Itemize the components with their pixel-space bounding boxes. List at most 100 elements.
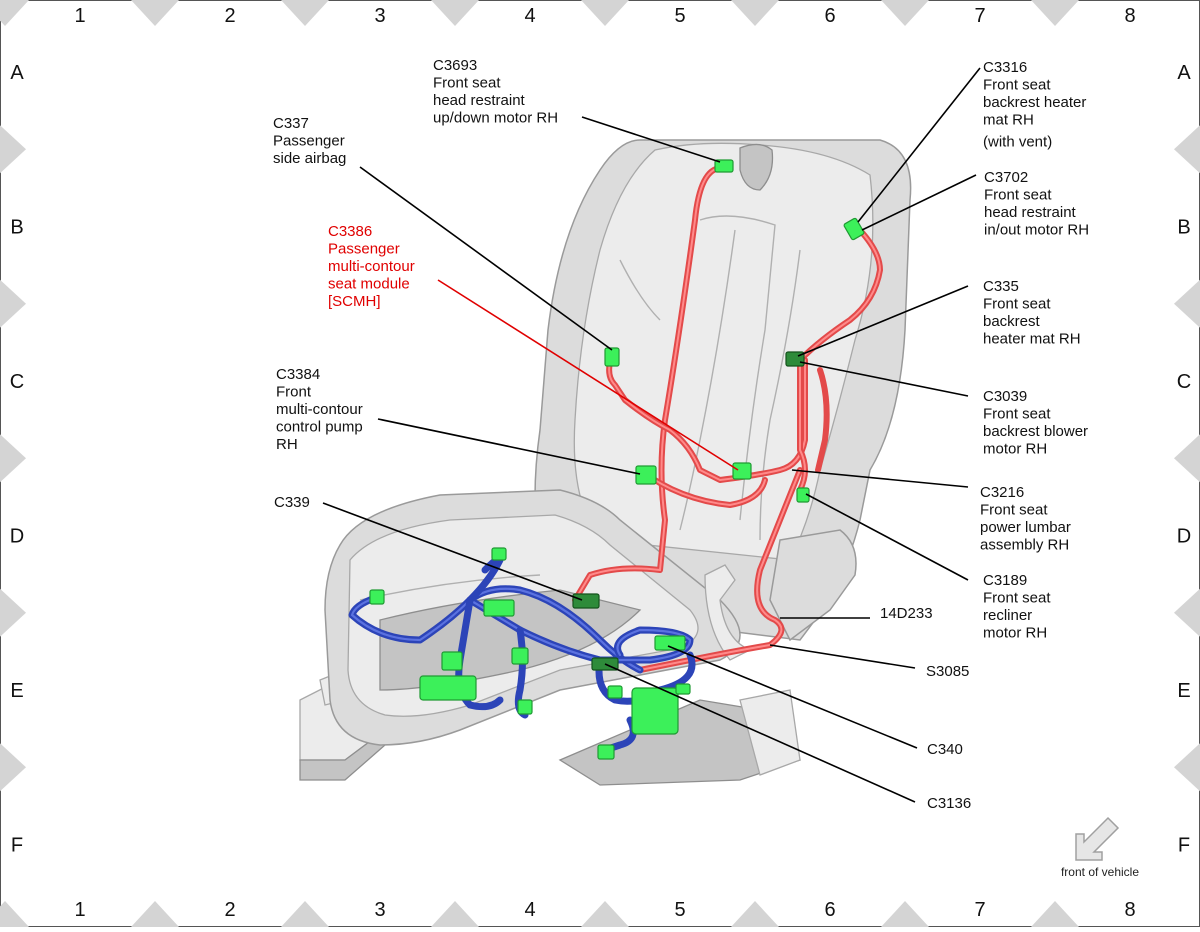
callout-c335: C335 Front seat backrest heater mat RH — [983, 278, 1081, 348]
grid-column-label-bottom-2: 2 — [224, 899, 235, 921]
backrest-channel-right — [759, 249, 801, 541]
grid-column-label-top-3: 3 — [374, 5, 385, 27]
connector-seat-f — [517, 699, 533, 715]
grid-marker-bottom — [431, 901, 479, 927]
leader-c339 — [322, 502, 583, 601]
grid-marker-left — [0, 125, 26, 174]
grid-marker-left — [0, 279, 26, 328]
connector-motor-tab — [675, 683, 691, 695]
connector-c3702 — [843, 217, 865, 241]
grid-marker-bottom — [1031, 901, 1079, 927]
callout-c3384: C3384 Front multi-contour control pump R… — [276, 366, 367, 453]
grid-row-label-right-D: D — [1177, 526, 1191, 548]
grid-row-label-left-D: D — [10, 526, 24, 548]
leader-c340 — [667, 645, 918, 749]
grid-marker-right — [1174, 125, 1200, 174]
grid-row-label-left-A: A — [10, 62, 24, 84]
grid-marker-top — [1031, 0, 1079, 26]
leader-lines — [322, 67, 981, 803]
grid-row-label-right-C: C — [1177, 371, 1191, 393]
leader-c3039 — [799, 361, 969, 397]
callout-s3085: S3085 — [926, 663, 969, 680]
callout-c3136: C3136 — [927, 795, 971, 812]
grid-marker-top — [281, 0, 329, 26]
connector-seat-module — [419, 675, 477, 701]
grid-row-label-right-B: B — [1177, 217, 1190, 239]
leader-c335 — [797, 285, 969, 357]
connector-c3386 — [732, 462, 752, 480]
grid-marker-left — [0, 588, 26, 637]
leader-s3085 — [769, 644, 916, 669]
leader-c3216 — [791, 469, 969, 488]
harness-red-lumbar-hl — [639, 469, 766, 507]
grid-marker-top — [881, 0, 929, 26]
grid-marker-bottom — [581, 901, 629, 927]
grid-column-label-top-1: 1 — [74, 5, 85, 27]
front-of-vehicle-label: front of vehicle — [1061, 865, 1139, 879]
callout-c3189: C3189 Front seat recliner motor RH — [983, 572, 1055, 642]
grid-column-label-bottom-6: 6 — [824, 899, 835, 921]
connector-c3693 — [714, 159, 734, 173]
grid-row-label-left-B: B — [10, 217, 23, 239]
connector-seat-a — [483, 599, 515, 617]
callout-c337: C337 Passenger side airbag — [273, 115, 349, 167]
seat-track-bracket — [739, 689, 801, 776]
grid-marker-right — [1174, 279, 1200, 328]
grid-column-label-bottom-1: 1 — [74, 899, 85, 921]
callout-14d233: 14D233 — [880, 605, 933, 622]
connector-c3384 — [635, 465, 657, 485]
grid-row-label-right-F: F — [1178, 835, 1190, 857]
grid-marker-top — [731, 0, 779, 26]
arrow-down-left-icon — [1075, 816, 1120, 861]
grid-row-label-left-E: E — [10, 680, 23, 702]
grid-row-label-left-C: C — [10, 371, 24, 393]
grid-row-label-right-E: E — [1177, 680, 1190, 702]
leader-c3386 — [437, 279, 739, 471]
grid-column-label-top-6: 6 — [824, 5, 835, 27]
harness-blue-mid-hl — [468, 598, 692, 662]
leader-c3702 — [861, 174, 977, 231]
grid-column-label-bottom-5: 5 — [674, 899, 685, 921]
connector-seat-b — [491, 547, 507, 561]
grid-column-label-bottom-4: 4 — [524, 899, 535, 921]
callout-c339: C339 — [274, 494, 310, 511]
callout-c3702: C3702 Front seat head restraint in/out m… — [984, 169, 1089, 239]
grid-row-label-right-A: A — [1177, 62, 1191, 84]
harness-red-backrest-hl — [608, 354, 806, 482]
callout-c3039: C3039 Front seat backrest blower motor R… — [983, 388, 1092, 458]
grid-column-label-top-5: 5 — [674, 5, 685, 27]
grid-marker-top — [0, 0, 29, 26]
grid-column-label-top-4: 4 — [524, 5, 535, 27]
grid-column-label-top-7: 7 — [974, 5, 985, 27]
callout-c340: C340 — [927, 741, 963, 758]
backrest-bolster-line — [619, 259, 661, 321]
grid-column-label-bottom-3: 3 — [374, 899, 385, 921]
grid-marker-bottom — [281, 901, 329, 927]
grid-marker-left — [0, 434, 26, 483]
grid-marker-bottom — [131, 901, 179, 927]
head-restraint-post — [739, 143, 774, 191]
grid-column-label-bottom-8: 8 — [1124, 899, 1135, 921]
grid-marker-right — [1174, 434, 1200, 483]
leader-c337 — [359, 166, 613, 351]
grid-column-label-top-8: 8 — [1124, 5, 1135, 27]
callout-labels: C3693 Front seat head restraint up/down … — [273, 57, 1092, 812]
callout-c3693: C3693 Front seat head restraint up/down … — [433, 57, 558, 127]
grid-marker-right — [1174, 743, 1200, 792]
connector-seat-c — [369, 589, 385, 605]
connector-seat-e — [511, 647, 529, 665]
callout-c3316: C3316 Front seat backrest heater mat RH … — [983, 59, 1091, 151]
harness-red-right-hl — [799, 224, 882, 491]
harness-red-branch — [815, 367, 830, 473]
leader-c3136 — [604, 663, 916, 803]
grid-marker-left — [0, 743, 26, 792]
connector-c339 — [572, 593, 600, 609]
leader-c3693 — [581, 116, 721, 163]
harness-red-main-left-hl — [574, 167, 721, 601]
leader-c3189 — [805, 493, 969, 581]
leader-c3384 — [377, 418, 641, 475]
